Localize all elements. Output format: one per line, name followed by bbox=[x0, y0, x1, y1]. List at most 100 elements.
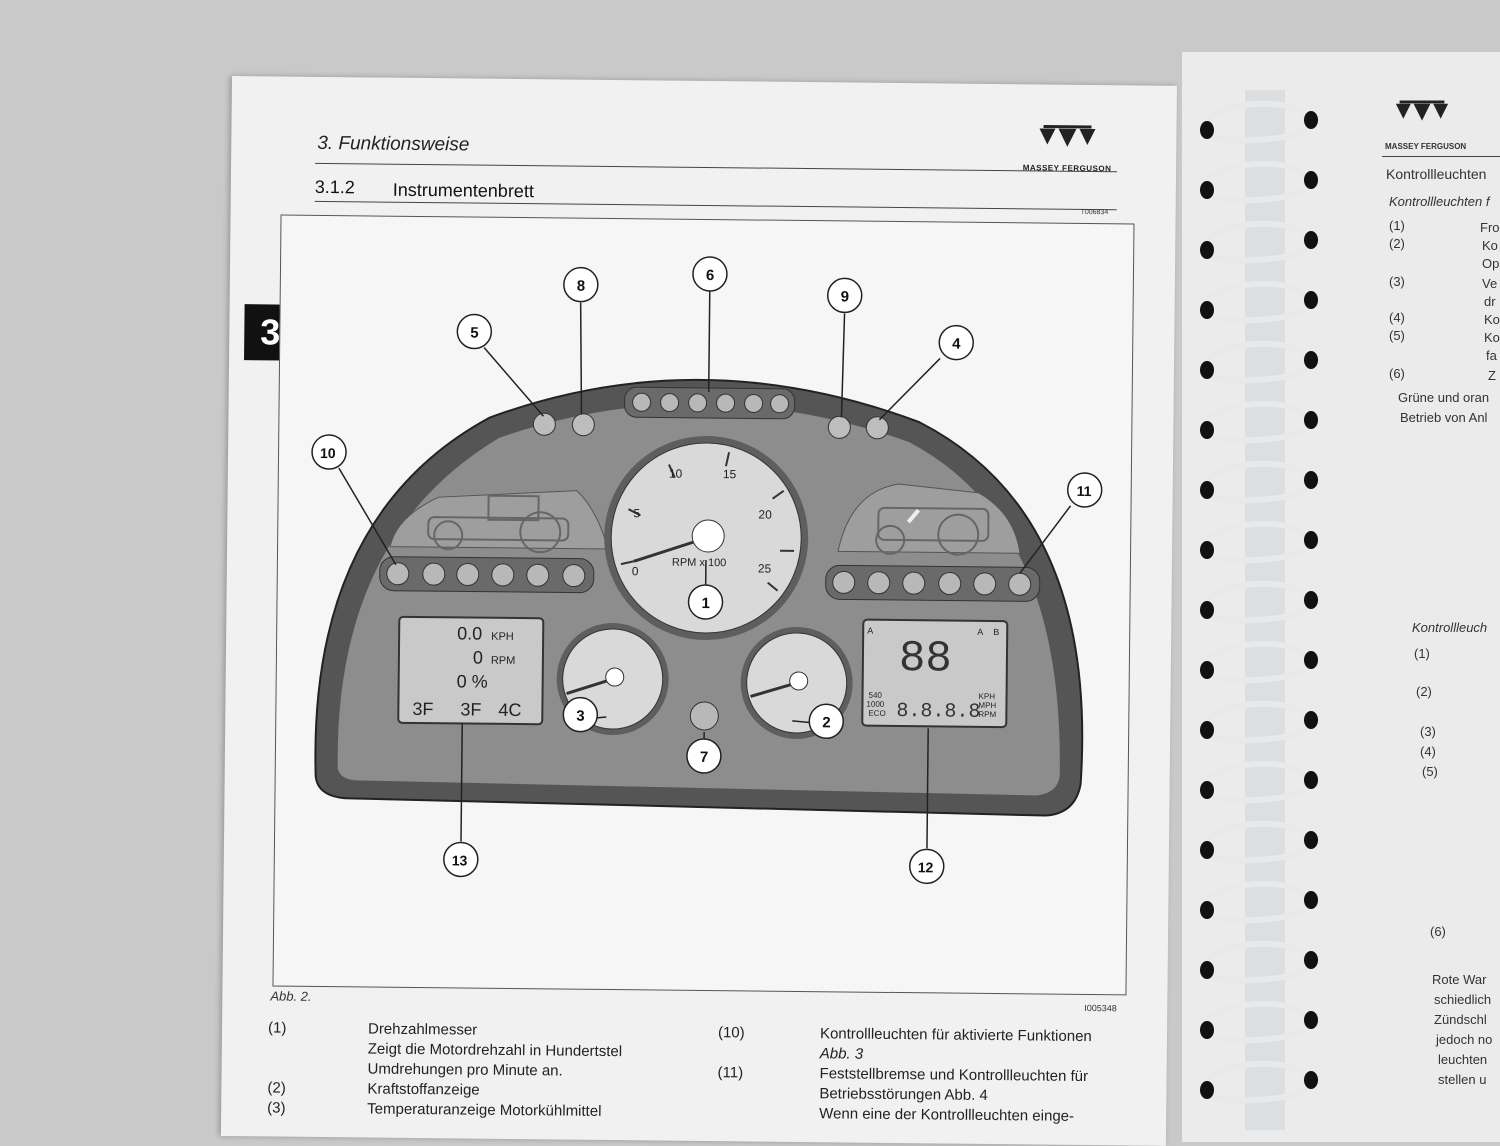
callout-9: 9 bbox=[828, 278, 862, 312]
section-rule bbox=[315, 201, 1117, 210]
binding-hole bbox=[1304, 171, 1318, 189]
svg-text:10: 10 bbox=[320, 445, 336, 461]
right-para2-line4: jedoch no bbox=[1436, 1032, 1492, 1047]
section-title: Instrumentenbrett bbox=[393, 180, 534, 202]
lcd-mode-a-right: A bbox=[977, 627, 983, 637]
legend-text-1c: Umdrehungen pro Minute an. bbox=[367, 1059, 562, 1081]
callout-2: 2 bbox=[809, 704, 843, 738]
binding-hole bbox=[1304, 351, 1318, 369]
binding-hole bbox=[1200, 1081, 1214, 1099]
lcd-display-left: 0.0 KPH 0 RPM 0 % 3F 3F 4C bbox=[398, 617, 543, 725]
lcd-pto-1000: 1000 bbox=[866, 700, 884, 709]
right-para2-line2: schiedlich bbox=[1434, 992, 1491, 1007]
right-para1-line1: Grüne und oran bbox=[1398, 390, 1489, 405]
lcd-mode-a-left: A bbox=[867, 626, 873, 636]
binding-hole bbox=[1200, 241, 1214, 259]
svg-text:1: 1 bbox=[701, 595, 710, 612]
right-heading: Kontrollleuchten bbox=[1386, 166, 1486, 182]
svg-text:11: 11 bbox=[1077, 483, 1092, 499]
binding-hole bbox=[1304, 951, 1318, 969]
right-brand-name: MASSEY FERGUSON bbox=[1385, 142, 1466, 151]
right-item-num-5: (5) bbox=[1389, 328, 1405, 343]
lcd-pto-eco: ECO bbox=[868, 709, 885, 718]
right-item-num-1: (1) bbox=[1389, 218, 1405, 233]
right-subheading-2: Kontrollleuch bbox=[1412, 620, 1487, 635]
binding-hole bbox=[1304, 831, 1318, 849]
tacho-tick-20: 20 bbox=[758, 508, 772, 522]
svg-text:5: 5 bbox=[470, 325, 479, 342]
tacho-tick-5: 5 bbox=[633, 506, 640, 520]
lcd-speed-value: 0.0 bbox=[457, 623, 482, 643]
right-item-text-3: Ve bbox=[1482, 276, 1497, 291]
binding-hole bbox=[1200, 661, 1214, 679]
lcd-percent: 0 % bbox=[457, 671, 488, 691]
callout-12: 12 bbox=[910, 849, 944, 883]
binding-hole bbox=[1304, 891, 1318, 909]
tacho-unit-label: RPM x 100 bbox=[672, 557, 727, 570]
binding-hole bbox=[1200, 1021, 1214, 1039]
callout-10: 10 bbox=[312, 435, 346, 469]
tacho-tick-25: 25 bbox=[758, 562, 772, 576]
right-mid-num-5: (5) bbox=[1422, 764, 1438, 779]
light-indicator-lamp bbox=[690, 702, 718, 730]
binding-hole bbox=[1200, 781, 1214, 799]
right-item-text-4: Ko bbox=[1484, 312, 1500, 327]
manual-page-left: 3. Funktionsweise MASSEY FERGUSON 3.1.2 … bbox=[221, 76, 1177, 1146]
right-item-text-5b: fa bbox=[1486, 348, 1497, 363]
lcd-gear-b: 3F bbox=[460, 699, 481, 719]
binding-hole bbox=[1304, 711, 1318, 729]
legend-num-10: (10) bbox=[718, 1023, 745, 1043]
binding-hole bbox=[1304, 471, 1318, 489]
right-mid-num-2: (2) bbox=[1416, 684, 1432, 699]
svg-text:12: 12 bbox=[918, 859, 934, 875]
callout-5: 5 bbox=[457, 314, 491, 348]
binding-hole bbox=[1200, 121, 1214, 139]
right-item-text-2b: Op bbox=[1482, 256, 1499, 271]
chapter-title: 3. Funktionsweise bbox=[317, 133, 469, 157]
lcd-big-digits: 88 bbox=[899, 634, 952, 685]
binding-hole bbox=[1304, 771, 1318, 789]
right-mid-num-4: (4) bbox=[1420, 744, 1436, 759]
figure-caption: Abb. 2. bbox=[270, 988, 311, 1003]
dashboard-figure: 0 5 10 15 20 25 RPM x 100 bbox=[272, 215, 1134, 996]
svg-text:2: 2 bbox=[822, 714, 831, 731]
tacho-hub bbox=[692, 520, 724, 552]
svg-text:7: 7 bbox=[700, 749, 709, 766]
header-rule bbox=[315, 163, 1117, 172]
right-para2-line6: stellen u bbox=[1438, 1072, 1486, 1087]
binding-hole bbox=[1304, 651, 1318, 669]
right-para1-line2: Betrieb von Anl bbox=[1400, 410, 1487, 425]
legend-text-11a: Feststellbremse und Kontrollleuchten für bbox=[819, 1064, 1088, 1087]
binding-hole bbox=[1304, 1071, 1318, 1089]
svg-text:8: 8 bbox=[577, 278, 586, 295]
right-item-text-5: Ko bbox=[1484, 330, 1500, 345]
legend-text-10b: Abb. 3 bbox=[820, 1044, 864, 1064]
lcd-gear-c: 4C bbox=[498, 700, 521, 720]
binding-hole bbox=[1304, 111, 1318, 129]
binding-hole bbox=[1304, 231, 1318, 249]
section-ref-code: T006834 bbox=[1081, 209, 1109, 216]
binding-hole bbox=[1200, 301, 1214, 319]
binding-hole bbox=[1200, 721, 1214, 739]
tacho-tick-0: 0 bbox=[632, 564, 639, 578]
binding-hole bbox=[1200, 961, 1214, 979]
right-item-text-6: Z bbox=[1488, 368, 1496, 383]
legend-num-1: (1) bbox=[268, 1018, 287, 1038]
tacho-tick-15: 15 bbox=[723, 467, 737, 481]
binding-hole bbox=[1304, 1011, 1318, 1029]
binding-hole bbox=[1304, 531, 1318, 549]
svg-text:3: 3 bbox=[576, 708, 585, 725]
right-para2-line5: leuchten bbox=[1438, 1052, 1487, 1067]
legend-num-3: (3) bbox=[267, 1098, 286, 1118]
legend-num-2: (2) bbox=[267, 1078, 286, 1098]
lamp-bar-left bbox=[380, 557, 594, 593]
legend-num-11: (11) bbox=[717, 1063, 743, 1083]
right-item-text-3b: dr bbox=[1484, 294, 1496, 309]
binding-hole bbox=[1200, 901, 1214, 919]
legend-text-10a: Kontrollleuchten für aktivierte Funktion… bbox=[820, 1024, 1092, 1047]
binding-hole bbox=[1200, 541, 1214, 559]
right-mid-num-6: (6) bbox=[1430, 924, 1446, 939]
section-number: 3.1.2 bbox=[315, 177, 355, 198]
callout-4: 4 bbox=[939, 325, 973, 359]
legend-text-2: Kraftstoffanzeige bbox=[367, 1079, 480, 1100]
